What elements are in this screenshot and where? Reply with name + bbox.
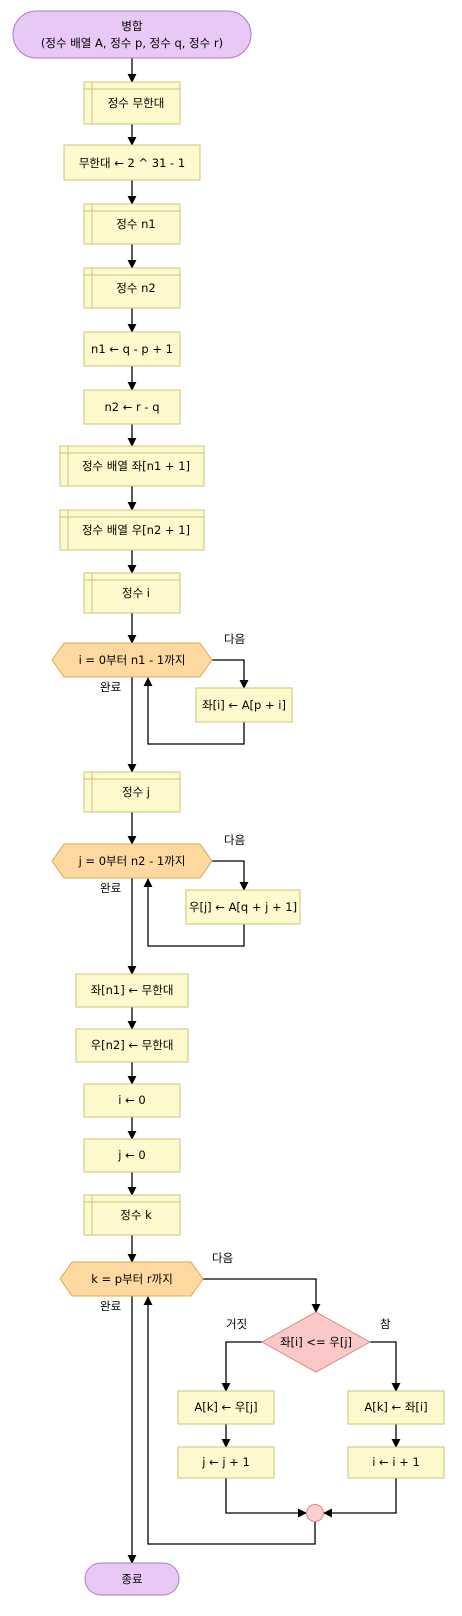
decl-i-text: 정수 i bbox=[122, 586, 150, 600]
label-done-2: 완료 bbox=[100, 881, 121, 895]
assign-n2-box[interactable]: n2 ← r - q bbox=[83, 389, 181, 425]
decl-k-text: 정수 k bbox=[120, 1208, 152, 1222]
decl-right-box[interactable]: 정수 배열 우[n2 + 1] bbox=[59, 509, 205, 551]
loop-i-text: i = 0부터 n1 - 1까지 bbox=[79, 653, 186, 667]
assign-right-j-box[interactable]: 우[j] ← A[q + j + 1] bbox=[185, 889, 301, 925]
decl-j-text: 정수 j bbox=[122, 785, 150, 799]
decl-inf-box[interactable]: 정수 무한대 bbox=[83, 81, 181, 125]
assign-right-sentinel-text: 우[n2] ← 무한대 bbox=[91, 1038, 174, 1052]
assign-left-i-box[interactable]: 좌[i] ← A[p + i] bbox=[195, 687, 293, 723]
assign-ak-right-text: A[k] ← 우[j] bbox=[194, 1400, 257, 1414]
label-next-3: 다음 bbox=[212, 1251, 233, 1265]
assign-inf-box[interactable]: 무한대 ← 2 ^ 31 - 1 bbox=[63, 144, 201, 181]
label-true: 참 bbox=[380, 1317, 391, 1331]
decl-n2-box[interactable]: 정수 n2 bbox=[83, 267, 181, 309]
loop-j-hexagon[interactable]: j = 0부터 n2 - 1까지 bbox=[51, 843, 213, 879]
loop-i-hexagon[interactable]: i = 0부터 n1 - 1까지 bbox=[51, 642, 213, 678]
condition-diamond[interactable]: 좌[i] <= 우[j] bbox=[260, 1311, 372, 1373]
end-terminal[interactable]: 종료 bbox=[84, 1562, 180, 1596]
assign-n2-text: n2 ← r - q bbox=[104, 400, 159, 414]
label-next-2: 다음 bbox=[224, 833, 245, 847]
edge-loopj-next bbox=[212, 860, 249, 891]
assign-i0-box[interactable]: i ← 0 bbox=[83, 1083, 181, 1118]
edge-inci-merge bbox=[323, 1478, 397, 1518]
assign-right-j-text: 우[j] ← A[q + j + 1] bbox=[189, 900, 297, 914]
assign-n1-text: n1 ← q - p + 1 bbox=[91, 342, 173, 356]
inc-j-box[interactable]: j ← j + 1 bbox=[177, 1446, 275, 1479]
assign-n1-box[interactable]: n1 ← q - p + 1 bbox=[83, 331, 181, 367]
condition-text: 좌[i] <= 우[j] bbox=[280, 1335, 352, 1349]
decl-j-box[interactable]: 정수 j bbox=[83, 771, 181, 813]
edge-loopi-back bbox=[143, 677, 245, 745]
assign-left-sentinel-box[interactable]: 좌[n1] ← 무한대 bbox=[75, 973, 189, 1008]
edge-loopk-next bbox=[203, 1278, 321, 1313]
assign-ak-left-text: A[k] ← 좌[i] bbox=[364, 1400, 427, 1414]
assign-left-sentinel-text: 좌[n1] ← 무한대 bbox=[91, 983, 174, 997]
decl-left-box[interactable]: 정수 배열 좌[n1 + 1] bbox=[59, 445, 205, 487]
start-title: 병합 bbox=[121, 19, 143, 33]
merge-connector bbox=[306, 1504, 324, 1522]
decl-k-box[interactable]: 정수 k bbox=[83, 1194, 181, 1236]
assign-j0-box[interactable]: j ← 0 bbox=[83, 1138, 181, 1173]
loop-k-hexagon[interactable]: k = p부터 r까지 bbox=[59, 1261, 204, 1297]
decl-n1-text: 정수 n1 bbox=[116, 217, 155, 231]
decl-i-box[interactable]: 정수 i bbox=[83, 572, 181, 614]
label-false: 거짓 bbox=[226, 1317, 247, 1331]
inc-j-text: j ← j + 1 bbox=[201, 1455, 250, 1469]
decl-n2-text: 정수 n2 bbox=[116, 281, 155, 295]
label-done-3: 완료 bbox=[100, 1299, 121, 1313]
assign-j0-text: j ← 0 bbox=[117, 1148, 145, 1162]
end-text: 종료 bbox=[121, 1572, 142, 1586]
loop-k-text: k = p부터 r까지 bbox=[91, 1272, 173, 1286]
assign-i0-text: i ← 0 bbox=[118, 1093, 145, 1107]
edge-merge-back bbox=[143, 1296, 316, 1545]
decl-left-text: 정수 배열 좌[n1 + 1] bbox=[82, 459, 190, 473]
assign-ak-left-box[interactable]: A[k] ← 좌[i] bbox=[347, 1390, 445, 1425]
label-next-1: 다음 bbox=[224, 632, 245, 646]
assign-right-sentinel-box[interactable]: 우[n2] ← 무한대 bbox=[75, 1028, 189, 1063]
edge-incj-merge bbox=[225, 1478, 307, 1518]
decl-right-text: 정수 배열 우[n2 + 1] bbox=[82, 523, 190, 537]
edges bbox=[127, 58, 401, 1564]
start-params: (정수 배열 A, 정수 p, 정수 q, 정수 r) bbox=[41, 36, 223, 50]
assign-inf-text: 무한대 ← 2 ^ 31 - 1 bbox=[79, 156, 185, 170]
decl-inf-text: 정수 무한대 bbox=[108, 96, 165, 110]
decl-n1-box[interactable]: 정수 n1 bbox=[83, 203, 181, 245]
edge-cond-false bbox=[221, 1341, 262, 1392]
label-done-1: 완료 bbox=[100, 680, 121, 694]
inc-i-box[interactable]: i ← i + 1 bbox=[347, 1446, 445, 1479]
edge-cond-true bbox=[370, 1341, 401, 1392]
start-terminal[interactable]: 병합 (정수 배열 A, 정수 p, 정수 q, 정수 r) bbox=[12, 10, 252, 59]
loop-j-text: j = 0부터 n2 - 1까지 bbox=[78, 854, 186, 868]
edge-loopj-back bbox=[143, 878, 245, 947]
assign-ak-right-box[interactable]: A[k] ← 우[j] bbox=[177, 1390, 275, 1425]
edge-loopi-next bbox=[212, 659, 249, 689]
assign-left-i-text: 좌[i] ← A[p + i] bbox=[202, 698, 286, 712]
inc-i-text: i ← i + 1 bbox=[372, 1455, 420, 1469]
